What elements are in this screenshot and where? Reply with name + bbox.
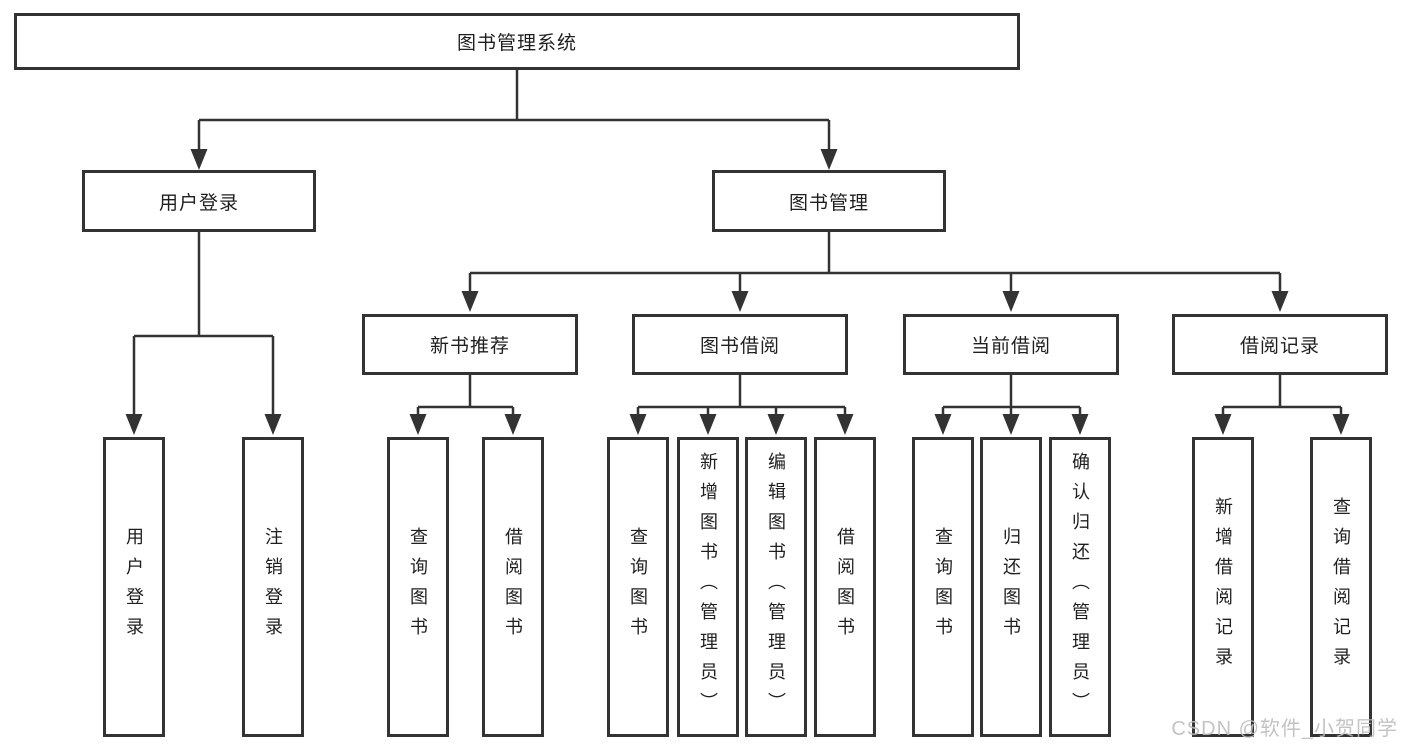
leaf-add-borrow-record: 新增借阅记录 bbox=[1192, 437, 1254, 737]
node-borrowing-records: 借阅记录 bbox=[1172, 314, 1388, 375]
node-label: 借阅图书 bbox=[835, 527, 855, 647]
node-label: 图书管理 bbox=[788, 192, 869, 214]
node-label: 借阅记录 bbox=[1239, 336, 1320, 357]
leaf-user-login: 用户登录 bbox=[103, 437, 165, 737]
leaf-query-book-recommend: 查询图书 bbox=[387, 437, 449, 737]
leaf-add-book-admin: 新增图书（管理员） bbox=[677, 437, 739, 737]
node-label: 确认归还（管理员） bbox=[1070, 452, 1090, 722]
leaf-borrow-book-recommend: 借阅图书 bbox=[482, 437, 544, 737]
watermark: CSDN @软件_小贺同学 bbox=[1171, 718, 1398, 740]
node-label: 新增借阅记录 bbox=[1213, 497, 1233, 677]
node-label: 归还图书 bbox=[1001, 527, 1021, 647]
node-library-system: 图书管理系统 bbox=[14, 13, 1020, 70]
node-label: 编辑图书（管理员） bbox=[766, 452, 786, 722]
node-label: 查询借阅记录 bbox=[1331, 497, 1351, 677]
node-label: 用户登录 bbox=[124, 527, 144, 647]
node-book-borrowing: 图书借阅 bbox=[632, 314, 848, 375]
node-label: 新增图书（管理员） bbox=[698, 452, 718, 722]
node-label: 图书借阅 bbox=[699, 336, 780, 357]
node-user-login: 用户登录 bbox=[82, 170, 316, 232]
leaf-logout: 注销登录 bbox=[242, 437, 304, 737]
node-label: 查询图书 bbox=[408, 527, 428, 647]
node-label: 查询图书 bbox=[933, 527, 953, 647]
node-label: 注销登录 bbox=[263, 527, 283, 647]
node-label: 当前借阅 bbox=[970, 336, 1051, 357]
leaf-edit-book-admin: 编辑图书（管理员） bbox=[745, 437, 807, 737]
node-label: 借阅图书 bbox=[503, 527, 523, 647]
node-label: 新书推荐 bbox=[429, 336, 510, 357]
leaf-confirm-return-admin: 确认归还（管理员） bbox=[1049, 437, 1111, 737]
node-current-borrowing: 当前借阅 bbox=[903, 314, 1119, 375]
node-label: 查询图书 bbox=[628, 527, 648, 647]
leaf-query-book-borrowing: 查询图书 bbox=[607, 437, 669, 737]
leaf-query-book-current: 查询图书 bbox=[912, 437, 974, 737]
leaf-return-book: 归还图书 bbox=[980, 437, 1042, 737]
node-label: 用户登录 bbox=[158, 192, 239, 214]
node-label: 图书管理系统 bbox=[456, 33, 577, 54]
leaf-query-borrow-record: 查询借阅记录 bbox=[1310, 437, 1372, 737]
node-book-management: 图书管理 bbox=[712, 170, 946, 232]
leaf-borrow-book: 借阅图书 bbox=[814, 437, 876, 737]
node-new-book-recommend: 新书推荐 bbox=[362, 314, 578, 375]
